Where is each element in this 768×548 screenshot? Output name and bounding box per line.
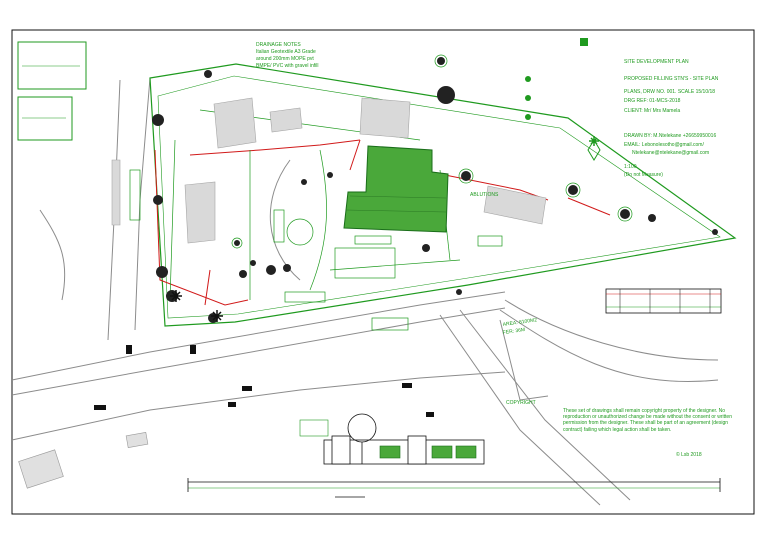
title-block-client: CLIENT: Mr/ Mrs Mamela [624,108,680,114]
legend-symbols [525,38,588,120]
fer-label: FER: 36M [502,327,525,336]
grey-structures [111,97,547,244]
north-arrow-icon [587,139,601,161]
title-block-drawn: DRAWN BY: M.Ntelekane +26659950016 [624,133,716,139]
fence-elevation [605,288,722,314]
title-block-title: SITE DEVELOPMENT PLAN [624,59,689,65]
road-lines [11,77,719,506]
bottom-left-structures [18,432,149,489]
ablutions-label: ABLUTIONS [470,192,499,198]
title-block-email: EMAIL: Lebonolesotho@gmail.com/ [624,142,704,148]
road-tags [94,345,434,417]
drainage-line: around 200mm MOPE pvt [256,56,314,62]
drainage-line: BMPE/ PVC with gravel infill [256,63,319,69]
dimension-strip [187,478,721,498]
main-building [343,145,449,233]
tree-outlines [231,54,633,249]
title-block-drg-ref: DRG REF: 01-MCS-2018 [624,98,681,104]
copyright-block: These set of drawings shall remain copyr… [563,408,732,433]
drainage-heading: DRAINAGE NOTES [256,42,301,48]
legend-box-top [17,41,87,90]
legend-box-bottom [17,96,73,141]
drainage-line: Italian Geotextile A3 Grade [256,49,316,55]
drawing-frame [11,29,755,515]
area-label: AREA: 8100M2 [502,317,537,328]
copyright-text: These set of drawings shall remain copyr… [563,408,732,433]
title-block-subtitle: PROPOSED FILLING STN'S - SITE PLAN [624,76,719,82]
gate-elevation [299,413,485,465]
site-boundary [149,63,737,327]
title-block-scale-note: (Do not Measure) [624,172,663,178]
trees [152,57,718,323]
title-block-plans: PLANS, DRW NO. 001. SCALE 15/10/18 [624,89,715,95]
signature-text: © Lsb 2018 [676,451,702,458]
title-block-scale: 1:100 [624,164,637,170]
palm-trees [170,136,599,322]
planter-blocks [129,169,503,331]
title-block-email: Ntelekane@ntelekane@gmail.com [632,150,709,156]
copyright-heading: COPYRIGHT [506,400,536,406]
